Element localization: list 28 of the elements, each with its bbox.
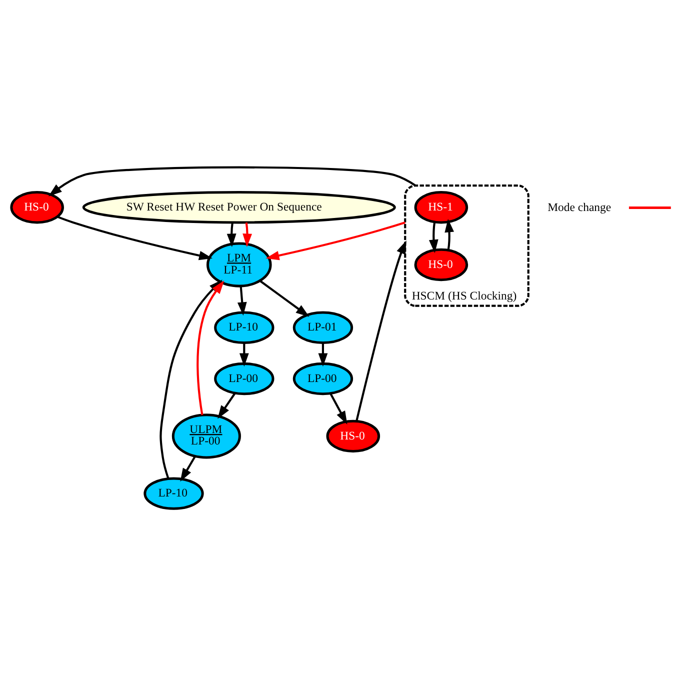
arrow [239, 342, 249, 366]
arrow [428, 221, 438, 253]
node-ellipse: LP-10 [214, 310, 274, 344]
arrow [226, 222, 236, 247]
arrow [356, 240, 406, 421]
arrow [57, 215, 212, 260]
arrow [237, 286, 247, 316]
node-ellipse: LP-10 [144, 476, 204, 510]
arrow [330, 392, 348, 424]
arrow [318, 342, 328, 366]
node-ellipse: LP-00 [214, 362, 274, 395]
legend-label: Mode change [548, 200, 612, 214]
node-ellipse: HS-0 [10, 190, 64, 224]
arrow [444, 218, 454, 250]
node-ellipse: HS-0 [326, 419, 380, 452]
node-ellipse: LP-01 [292, 310, 354, 344]
node-ellipse: HS-1 [414, 190, 468, 224]
arrow [259, 280, 310, 316]
node-ellipse: HS-0 [414, 248, 468, 281]
node-ellipse: LPM LP-11 [206, 242, 272, 287]
arrow [242, 222, 252, 247]
arrow [266, 220, 406, 260]
arrow [48, 166, 416, 196]
node-ellipse: ULPM LP-00 [172, 413, 241, 458]
arrow [180, 455, 196, 482]
node-ellipse: SW Reset HW Reset Power On Sequence [82, 190, 396, 224]
arrow [218, 392, 236, 418]
node-ellipse: LP-00 [292, 362, 354, 395]
